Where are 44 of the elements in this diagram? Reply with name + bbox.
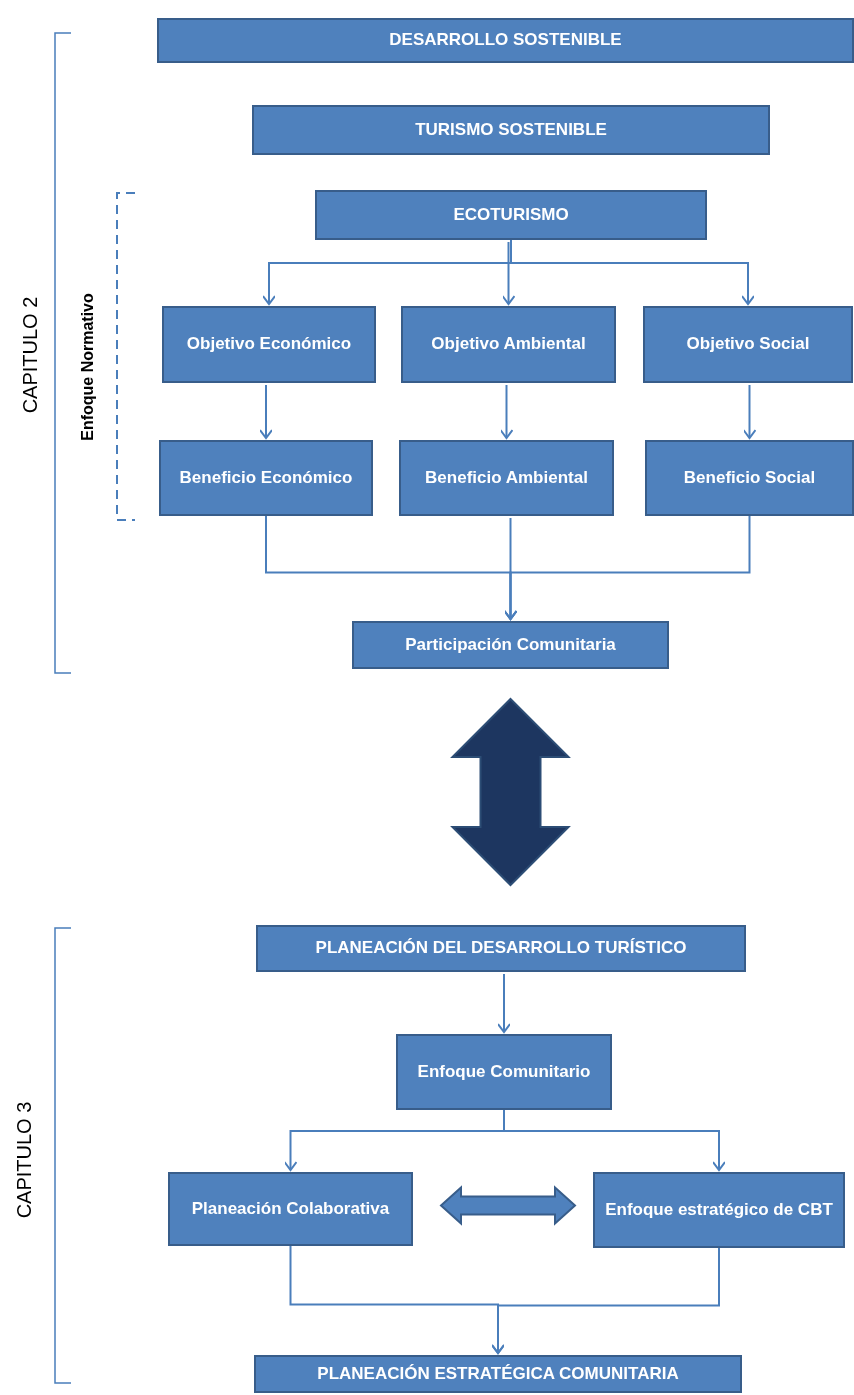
process-box xyxy=(643,306,853,383)
box-label: Beneficio Social xyxy=(682,466,817,489)
arrow xyxy=(742,384,757,439)
chapter-label: CAPITULO 2 xyxy=(18,296,42,414)
process-box xyxy=(168,1172,413,1246)
box-label: Beneficio Económico xyxy=(178,466,354,489)
box-label: PLANEACIÓN ESTRATÉGICA COMUNITARIA xyxy=(316,1362,680,1385)
box-label: Objetivo Ambiental xyxy=(430,333,587,356)
process-box xyxy=(396,1034,612,1110)
process-box xyxy=(256,925,746,972)
process-box xyxy=(252,105,770,155)
process-box xyxy=(159,440,373,516)
process-box xyxy=(401,306,616,383)
box-label: ECOTURISMO xyxy=(452,203,570,226)
process-box xyxy=(645,440,854,516)
process-box xyxy=(254,1355,742,1393)
arrow xyxy=(491,1247,720,1354)
box-label: Beneficio Ambiental xyxy=(424,466,589,489)
arrow xyxy=(501,241,516,305)
arrow xyxy=(499,384,514,439)
arrow xyxy=(510,239,755,305)
box-label: Objetivo Social xyxy=(685,333,811,356)
box-label: TURISMO SOSTENIBLE xyxy=(414,118,608,141)
box-label: Participación Comunitaria xyxy=(404,633,617,656)
process-box xyxy=(352,621,669,669)
approach-label: Enfoque Normativo xyxy=(79,293,97,441)
process-box xyxy=(399,440,614,516)
box-label: Enfoque estratégico de CBT xyxy=(604,1198,834,1221)
box-label: PLANEACIÓN DEL DESARROLLO TURÍSTICO xyxy=(314,937,688,960)
double-block-arrow xyxy=(450,697,571,887)
arrow xyxy=(497,973,511,1033)
process-box xyxy=(157,18,854,63)
double-block-arrow xyxy=(439,1185,577,1226)
process-box xyxy=(593,1172,845,1248)
box-label: Planeación Colaborativa xyxy=(190,1197,391,1220)
process-box xyxy=(315,190,707,240)
arrow xyxy=(503,1109,726,1171)
chapter-label: CAPITULO 3 xyxy=(12,1101,36,1219)
arrow xyxy=(259,384,273,439)
box-label: DESARROLLO SOSTENIBLE xyxy=(388,29,623,52)
arrow xyxy=(503,515,751,620)
box-label: Objetivo Económico xyxy=(185,333,353,356)
box-label: Enfoque Comunitario xyxy=(416,1060,592,1083)
process-box xyxy=(162,306,376,383)
